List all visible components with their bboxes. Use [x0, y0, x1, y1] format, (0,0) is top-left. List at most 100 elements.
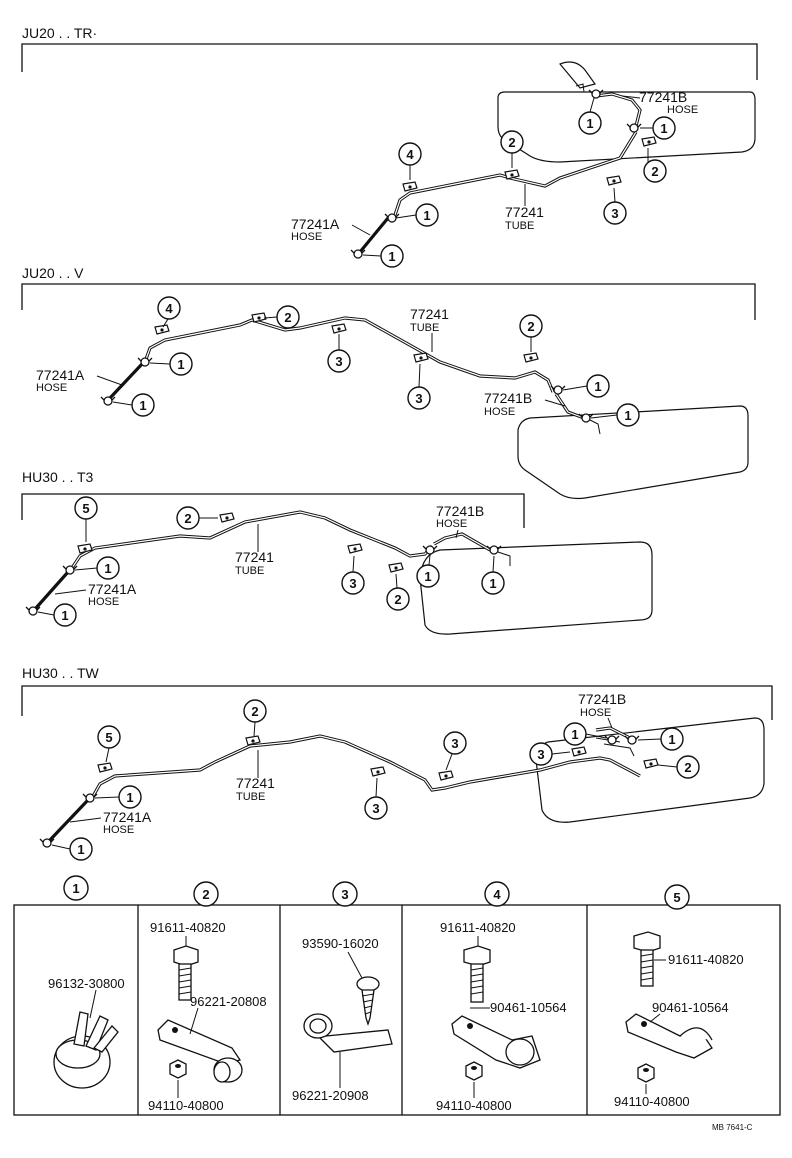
callout-1: 1	[424, 569, 431, 584]
callout-2: 2	[251, 704, 258, 719]
section-hu30-tw: HU30 . . TW 5 2 3 3 3 1 1 2 1	[21, 665, 773, 861]
bolt-illustration	[173, 945, 199, 1001]
callout-2: 2	[651, 164, 658, 179]
tube-word: TUBE	[235, 565, 264, 577]
hose-a-label: 77241A	[36, 367, 85, 383]
screw-part-number: 93590-16020	[302, 936, 379, 951]
nut-part-number: 94110-40800	[148, 1098, 224, 1113]
legend-number-5: 5	[673, 890, 680, 905]
callout-3: 3	[537, 747, 544, 762]
callout-1: 1	[571, 727, 578, 742]
callout-1: 1	[594, 379, 601, 394]
callout-1: 1	[104, 561, 111, 576]
nut-illustration	[637, 1063, 655, 1083]
hose-b-label: 77241B	[436, 503, 484, 519]
hose-a-word: HOSE	[36, 382, 67, 394]
parts-legend: 1 2 3 4 5 96132-30800 91611-40820 96	[13, 875, 781, 1116]
fuel-tank	[497, 91, 756, 163]
callout-1: 1	[423, 208, 430, 223]
tube-label: 77241	[236, 775, 275, 791]
bolt-part-number: 91611-40820	[150, 920, 226, 935]
callout-1: 1	[660, 121, 667, 136]
legend-number-1: 1	[72, 881, 79, 896]
nut-part-number: 94110-40800	[436, 1098, 512, 1113]
callout-5: 5	[105, 730, 112, 745]
hose-b-label: 77241B	[484, 390, 532, 406]
callout-1: 1	[126, 790, 133, 805]
section-title: HU30 . . T3	[22, 469, 94, 485]
nut-part-number: 94110-40800	[614, 1094, 690, 1109]
bolt-illustration	[633, 931, 661, 987]
callout-2: 2	[284, 310, 291, 325]
hose-clip-illustration	[53, 1011, 119, 1089]
bolt-part-number: 91611-40820	[440, 920, 516, 935]
callout-3: 3	[349, 576, 356, 591]
callout-1: 1	[624, 408, 631, 423]
callout-2: 2	[684, 760, 691, 775]
hose-b-label: 77241B	[578, 691, 626, 707]
callout-3: 3	[335, 354, 342, 369]
callout-1: 1	[388, 249, 395, 264]
clamp-part-number: 90461-10564	[490, 1000, 567, 1015]
section-frame	[21, 283, 756, 320]
hose-a-word: HOSE	[103, 824, 134, 836]
callout-1: 1	[586, 116, 593, 131]
nut-illustration	[169, 1059, 187, 1079]
callout-1: 1	[139, 398, 146, 413]
fuel-tank	[419, 541, 653, 635]
clamp-part-number: 90461-10564	[652, 1000, 729, 1015]
hose-b-word: HOSE	[667, 104, 698, 116]
callout-2: 2	[394, 592, 401, 607]
callout-3: 3	[611, 206, 618, 221]
nut-illustration	[465, 1061, 483, 1081]
callout-3: 3	[451, 736, 458, 751]
tube-word: TUBE	[505, 220, 534, 232]
clamp-illustration	[303, 1013, 393, 1053]
legend-frame	[13, 904, 781, 1116]
tube-label: 77241	[505, 204, 544, 220]
clip-part-number: 96132-30800	[48, 976, 125, 991]
callout-2: 2	[184, 511, 191, 526]
tube-word: TUBE	[410, 322, 439, 334]
clamp-part-number: 96221-20808	[190, 994, 267, 1009]
hose-a-label: 77241A	[291, 216, 340, 232]
legend-number-4: 4	[493, 887, 501, 902]
callout-4: 4	[406, 147, 414, 162]
tube-label: 77241	[410, 306, 449, 322]
section-hu30-t3: HU30 . . T3 5 2 3 2 1 1 1 1 77241 TUBE	[21, 469, 653, 635]
clamp-illustration	[157, 1019, 243, 1083]
section-ju20-tr: JU20 . . TR· 4 2 1 1 2 3 1 1 77241B	[21, 25, 758, 268]
tube-label: 77241	[235, 549, 274, 565]
hose-a-label: 77241A	[103, 809, 152, 825]
section-title: HU30 . . TW	[22, 665, 100, 681]
callout-1: 1	[489, 576, 496, 591]
hose-b-word: HOSE	[580, 707, 611, 719]
fuel-tank	[517, 405, 749, 500]
hose-b-word: HOSE	[484, 406, 515, 418]
hose-b-label: 77241B	[639, 89, 687, 105]
callout-3: 3	[415, 391, 422, 406]
section-frame	[21, 685, 773, 720]
callout-1: 1	[61, 608, 68, 623]
callout-4: 4	[165, 301, 173, 316]
callout-1: 1	[668, 732, 675, 747]
section-frame	[21, 493, 525, 528]
clamp-part-number: 96221-20908	[292, 1088, 369, 1103]
section-title: JU20 . . TR·	[22, 25, 97, 41]
hose-a-word: HOSE	[291, 231, 322, 243]
bolt-illustration	[463, 945, 491, 1003]
filler-neck	[559, 61, 596, 89]
callout-2: 2	[527, 319, 534, 334]
diagram-code: MB 7641-C	[712, 1123, 753, 1132]
callout-1: 1	[177, 357, 184, 372]
hose-a-word: HOSE	[88, 596, 119, 608]
callout-2: 2	[508, 135, 515, 150]
legend-number-3: 3	[341, 887, 348, 902]
clamp-illustration	[625, 1013, 713, 1059]
tube-word: TUBE	[236, 791, 265, 803]
clamp-illustration	[451, 1015, 541, 1069]
section-title: JU20 . . V	[22, 265, 84, 281]
screw-illustration	[356, 976, 380, 1027]
